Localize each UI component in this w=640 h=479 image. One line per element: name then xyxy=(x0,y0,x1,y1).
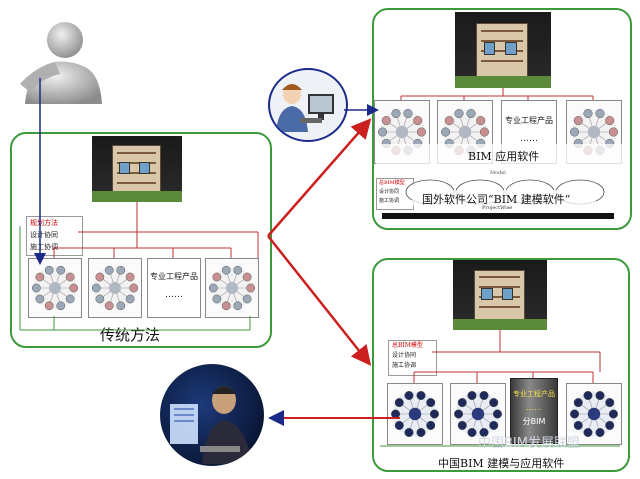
product-box: 专业工程产品 …… xyxy=(147,258,201,318)
product-box-dots: …… xyxy=(526,403,542,412)
workflow-label-box: 规划方法 设计协同 施工协调 xyxy=(26,216,83,256)
node-cluster-icon xyxy=(566,383,622,445)
projectwise-label: ProjectWise xyxy=(482,205,513,211)
label-line-2: 设计协同 xyxy=(392,352,417,359)
label-line-2: 设计协同 xyxy=(379,189,400,195)
node-cluster-icon xyxy=(88,258,142,318)
watermark-text: 中国BIM发展联盟 xyxy=(478,436,580,451)
person-silhouette-icon xyxy=(10,12,110,107)
label-line-3: 施工协调 xyxy=(379,198,400,204)
node-cluster-icon xyxy=(205,258,259,318)
workflow-label-box: 总BIM模型 设计协同 施工协调 xyxy=(376,178,414,210)
label-line-1: 规划方法 xyxy=(30,219,58,227)
product-box-title: 专业工程产品 xyxy=(505,116,553,125)
building-model-image xyxy=(455,12,551,88)
label-line-2: 设计协同 xyxy=(30,231,58,239)
node-cluster-icon xyxy=(28,258,82,318)
label-line-3: 施工协调 xyxy=(392,362,417,369)
programmer-icon xyxy=(268,68,348,142)
chinese-software-caption: 中国BIM 建模与应用软件 xyxy=(438,457,565,470)
projectwise-bar xyxy=(382,213,614,219)
server-tower-icon: 专业工程产品 …… 分BIM xyxy=(510,378,558,444)
product-box-title: 专业工程产品 xyxy=(150,272,198,281)
workflow-label-box: 总BIM模型 设计协同 施工协调 xyxy=(388,340,437,376)
engineer-photo-icon xyxy=(160,364,264,466)
node-cluster-icon xyxy=(450,383,506,445)
bim-app-overlay xyxy=(376,144,622,166)
product-box-dots: …… xyxy=(165,290,183,300)
traditional-method-caption: 传统方法 xyxy=(100,326,161,344)
product-box-dots: …… xyxy=(520,134,538,144)
model-small-label: Model xyxy=(490,170,506,176)
foreign-label-overlay xyxy=(412,190,596,206)
label-line-1: 总BIM模型 xyxy=(379,180,405,186)
product-box-title: 专业工程产品 xyxy=(513,390,555,398)
bim-app-label: BIM 应用软件 xyxy=(468,150,540,163)
foreign-software-label: 国外软件公司“BIM 建模软件” xyxy=(422,193,571,206)
product-box-sub: 分BIM xyxy=(522,417,546,426)
building-model-image xyxy=(92,136,182,202)
label-line-1: 总BIM模型 xyxy=(392,342,423,349)
label-line-3: 施工协调 xyxy=(30,243,58,251)
node-cluster-icon xyxy=(387,383,443,445)
building-model-image xyxy=(453,260,547,330)
